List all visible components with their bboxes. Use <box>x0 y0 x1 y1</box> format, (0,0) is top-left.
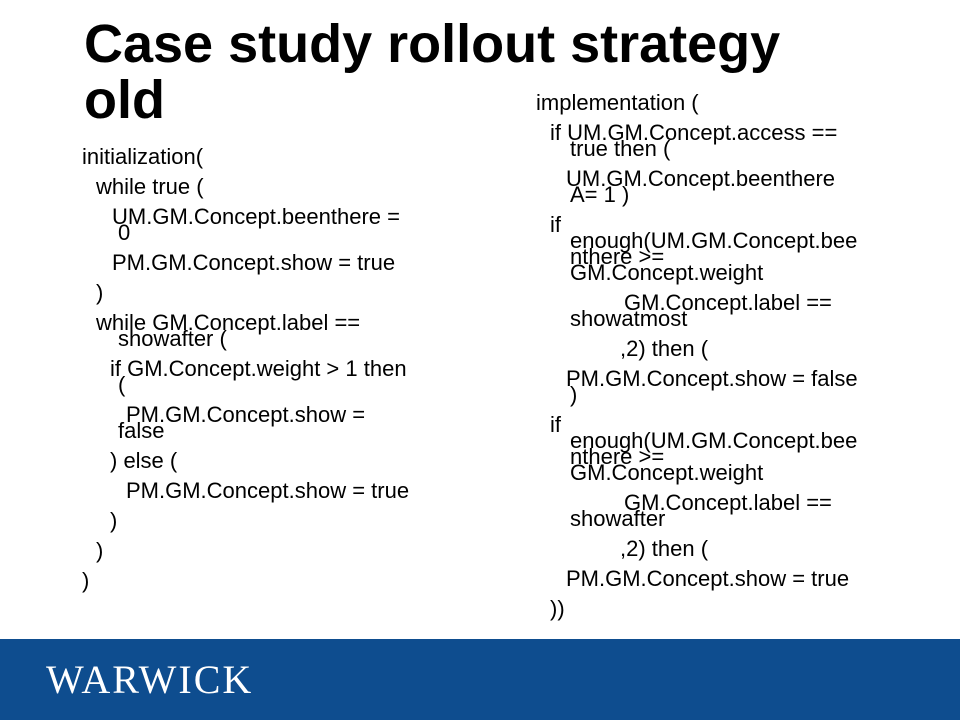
code-line: GM.Concept.weight <box>570 260 764 285</box>
warwick-logo: WARWICK <box>46 657 254 702</box>
code-line: UM.GM.Concept.beenthere = <box>112 204 400 229</box>
code-line: while true ( <box>96 174 204 199</box>
title-line-2: old <box>84 70 165 130</box>
code-line: showatmost <box>570 306 688 331</box>
code-line: implementation ( <box>536 90 699 115</box>
title-line-1: Case study rollout strategy <box>84 14 781 74</box>
code-line: GM.Concept.label == <box>624 490 832 515</box>
code-line: ) <box>96 538 104 563</box>
code-line: ) <box>82 568 90 593</box>
code-line: PM.GM.Concept.show = true <box>566 566 850 591</box>
code-line: A= 1 ) <box>570 182 630 207</box>
code-line: nthere >= <box>570 444 665 469</box>
code-line: initialization( <box>82 144 204 169</box>
code-line: true then ( <box>570 136 671 161</box>
code-line: ) <box>570 382 578 407</box>
code-line: ( <box>118 372 126 397</box>
code-line: ,2) then ( <box>620 336 709 361</box>
code-line: showafter <box>570 506 666 531</box>
code-line: ,2) then ( <box>620 536 709 561</box>
code-line: GM.Concept.weight <box>570 460 764 485</box>
code-line: if GM.Concept.weight > 1 then <box>110 356 407 381</box>
code-line: ) <box>96 280 104 305</box>
code-line: ) else ( <box>110 448 178 473</box>
code-line: ) <box>110 508 118 533</box>
code-line: PM.GM.Concept.show = false <box>566 366 858 391</box>
code-line: showafter ( <box>118 326 227 351</box>
code-line: nthere >= <box>570 244 665 269</box>
initialization-code-block: initialization( while true ( UM.GM.Conce… <box>82 146 482 592</box>
code-line: GM.Concept.label == <box>624 290 832 315</box>
code-line: PM.GM.Concept.show = true <box>112 250 396 275</box>
footer-bar <box>0 639 960 720</box>
code-line: PM.GM.Concept.show = true <box>126 478 410 503</box>
code-line: enough(UM.GM.Concept.bee <box>570 428 858 453</box>
code-line: if <box>550 212 561 237</box>
implementation-code-block: implementation ( if UM.GM.Concept.access… <box>536 92 940 620</box>
code-line: if UM.GM.Concept.access == <box>550 120 838 145</box>
code-line: if <box>550 412 561 437</box>
code-line: UM.GM.Concept.beenthere <box>566 166 836 191</box>
code-line: PM.GM.Concept.show = <box>126 402 366 427</box>
code-line: 0 <box>118 220 131 245</box>
code-line: enough(UM.GM.Concept.bee <box>570 228 858 253</box>
code-line: while GM.Concept.label == <box>96 310 361 335</box>
code-line: )) <box>550 596 565 621</box>
slide-title: Case study rollout strategy old <box>84 16 884 128</box>
code-line: false <box>118 418 165 443</box>
